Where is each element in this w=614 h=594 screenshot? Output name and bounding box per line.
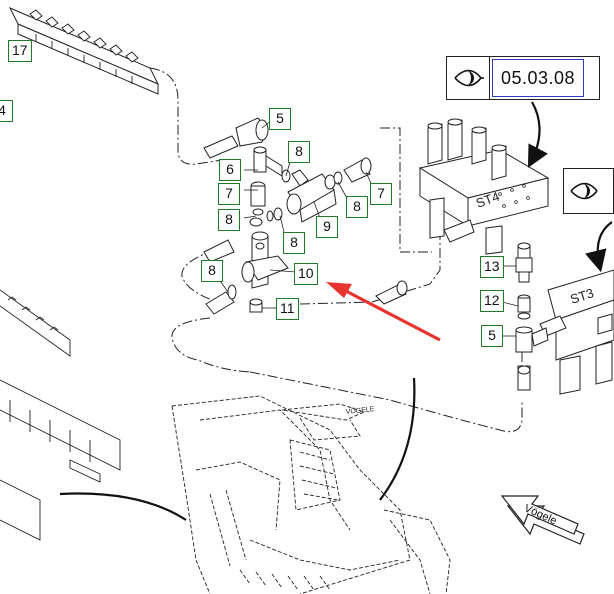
callout-17: 17 bbox=[8, 40, 32, 62]
callout-6: 6 bbox=[219, 159, 241, 181]
callout-8-block: 8 bbox=[346, 196, 368, 218]
right-fittings-chain bbox=[515, 242, 549, 391]
callout-12: 12 bbox=[480, 290, 504, 312]
upper-fittings-group bbox=[203, 117, 372, 227]
callout-8-lower: 8 bbox=[201, 260, 223, 282]
callout-13: 13 bbox=[480, 256, 504, 278]
vogele-brand-arrow: Vögele bbox=[500, 495, 585, 545]
manifold-bar-top-left bbox=[8, 7, 160, 95]
hose-end-upper bbox=[203, 135, 239, 159]
callout-7-left: 7 bbox=[218, 183, 240, 205]
union-fitting bbox=[291, 169, 309, 187]
callout-9: 9 bbox=[316, 216, 338, 238]
block-label-st3: ST3 bbox=[568, 285, 595, 307]
callout-8-mid: 8 bbox=[283, 232, 305, 254]
callout-11: 11 bbox=[276, 298, 299, 320]
callout-10: 10 bbox=[294, 263, 318, 285]
pointer-curves bbox=[59, 101, 613, 521]
reference-code: 05.03.08 bbox=[492, 59, 585, 97]
highlight-arrow bbox=[326, 282, 441, 342]
hose-end-lower bbox=[205, 291, 235, 315]
callout-5-upper: 5 bbox=[269, 108, 291, 130]
paver-machine bbox=[171, 395, 451, 594]
valve-body-group bbox=[203, 231, 408, 315]
left-side-assembly bbox=[0, 289, 121, 541]
callout-8-upper: 8 bbox=[288, 141, 310, 163]
callout-8-left: 8 bbox=[218, 209, 240, 231]
callout-4: 4 bbox=[0, 100, 13, 122]
machine-logo: VÖGELE bbox=[345, 405, 375, 416]
hose-end-mid bbox=[203, 239, 235, 263]
callout-7-right: 7 bbox=[370, 183, 392, 205]
reference-view-box-right[interactable] bbox=[563, 168, 614, 214]
control-block-st4 bbox=[418, 118, 550, 255]
eye-icon bbox=[447, 57, 490, 99]
hydraulic-lines bbox=[149, 67, 523, 433]
reference-view-box[interactable]: 05.03.08 bbox=[446, 56, 600, 100]
callout-5-lower: 5 bbox=[481, 325, 503, 347]
eye-icon bbox=[564, 169, 604, 213]
control-block-st3 bbox=[539, 269, 614, 395]
